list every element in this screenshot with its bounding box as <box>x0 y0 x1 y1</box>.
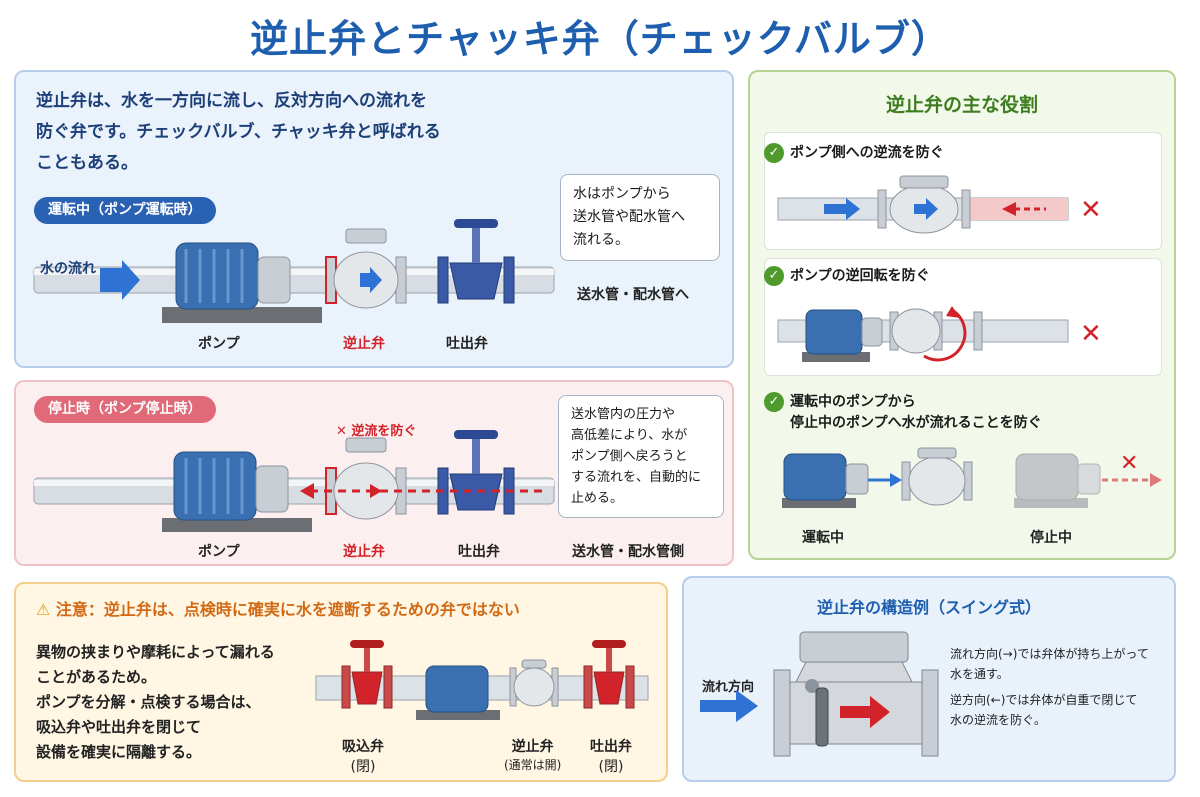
discharge-valve-icon <box>593 671 625 705</box>
pipe-side-label: 送水管・配水管側 <box>572 544 684 560</box>
swing-text-1: 流れ方向(→)では弁体が持ち上がって 水を通す。 <box>950 647 1149 681</box>
discharge-valve-flange <box>437 256 449 304</box>
stopped-note: 送水管内の圧力や 高低差により、水が ポンプ側へ戻ろうと する流れを、自動的に … <box>558 395 724 518</box>
check-valve-body-icon <box>513 667 555 707</box>
swing-title: 逆止弁の構造例（スイング式） <box>816 598 1041 617</box>
suction-valve-label: 吸込弁(閉) <box>342 739 384 775</box>
discharge-valve-body-icon <box>449 262 503 300</box>
role1-diagram: ✕ <box>777 175 1102 234</box>
discharge-valve-label: 吐出弁 <box>446 336 488 352</box>
swing-disc-icon <box>815 687 829 747</box>
flow-label: 水の流れ <box>40 261 96 277</box>
running-badge: 運転中（ポンプ運転時） <box>34 197 216 224</box>
x-icon: ✕ <box>1080 195 1102 225</box>
pump-base <box>162 307 322 323</box>
pipe-destination-label: 送水管・配水管へ <box>577 287 689 303</box>
discharge-valve-body-icon <box>449 473 503 511</box>
role-item: ✓運転中のポンプから停止中のポンプへ水が流れることを防ぐ <box>764 392 1042 434</box>
prevent-backflow-label: ✕ 逆流を防ぐ <box>336 424 417 439</box>
x-icon: ✕ <box>1080 319 1102 349</box>
check-valve-label: 逆止弁 <box>343 336 385 352</box>
swing-diagram <box>700 631 939 757</box>
intro-line: 防ぐ弁です。チェックバルブ、チャッキ弁と呼ばれる <box>36 122 441 142</box>
check-icon: ✓ <box>764 392 784 412</box>
x-icon: ✕ <box>336 424 352 439</box>
warning-title: ⚠ 注意：逆止弁は、点検時に確実に水を遮断するための弁ではない <box>36 600 520 619</box>
check-icon: ✓ <box>764 143 784 163</box>
x-icon: ✕ <box>1120 451 1138 476</box>
intro-line: こともある。 <box>36 153 138 173</box>
discharge-valve-label: 吐出弁(閉) <box>590 739 632 775</box>
handwheel-icon <box>454 430 498 439</box>
stopped-diagram <box>33 430 555 532</box>
stopped-pump-icon <box>1015 453 1079 501</box>
check-valve-body-icon <box>908 456 966 506</box>
running-note: 水はポンプから 送水管や配水管へ 流れる。 <box>560 174 720 261</box>
handwheel-icon <box>454 219 498 228</box>
warning-body: 異物の挟まりや摩耗によって漏れる ことがあるため。 ポンプを分解・点検する場合は… <box>36 643 275 761</box>
stopped-badge: 停止時（ポンプ停止時） <box>34 396 216 423</box>
running-pump-label: 運転中 <box>802 530 844 546</box>
intro-text: 逆止弁は、水を一方向に流し、反対方向への流れを 防ぐ弁です。チェックバルブ、チャ… <box>36 86 516 179</box>
reverse-arrow-icon <box>840 696 890 728</box>
pipe-highlight <box>34 269 554 275</box>
pump-motor-icon <box>783 453 847 501</box>
reverse-rotation-icon <box>923 308 967 362</box>
check-valve-label: 逆止弁 <box>343 544 385 560</box>
swing-text-2: 逆方向(←)では弁体が自重で閉じて 水の逆流を防ぐ。 <box>950 693 1138 727</box>
discharge-valve-flange <box>503 256 515 304</box>
swing-flow-label: 流れ方向 <box>702 680 755 695</box>
warning-icon: ⚠ <box>36 600 56 619</box>
flow-arrow-icon <box>700 690 758 722</box>
suction-valve-icon <box>351 671 383 705</box>
check-icon: ✓ <box>764 266 784 286</box>
pump-motor-icon <box>175 242 259 310</box>
pump-motor-icon <box>425 665 489 713</box>
isolation-diagram <box>315 640 649 720</box>
stopped-pump-label: 停止中 <box>1030 530 1072 546</box>
intro-line: 逆止弁は、水を一方向に流し、反対方向への流れを <box>36 91 427 111</box>
role-item: ✓ポンプ側への逆流を防ぐ <box>764 143 944 164</box>
roles-title: 逆止弁の主な役割 <box>885 94 1038 116</box>
pump-label: ポンプ <box>198 544 240 560</box>
pump-motor-icon <box>805 309 863 355</box>
role2-diagram: ✕ <box>777 306 1102 362</box>
running-diagram <box>33 219 555 323</box>
pump-casing <box>257 256 291 304</box>
page-title: 逆止弁とチャッキ弁（チェックバルブ） <box>250 17 950 61</box>
flow-arrow-icon <box>100 260 140 300</box>
check-valve-arrow-icon <box>360 267 382 293</box>
role-item: ✓ポンプの逆回転を防ぐ <box>764 266 930 287</box>
pump-base <box>162 518 312 532</box>
discharge-valve-label: 吐出弁 <box>458 544 500 560</box>
check-valve-label: 逆止弁(通常は開) <box>504 739 562 772</box>
role3-diagram: ✕ <box>782 447 1162 508</box>
pump-label: ポンプ <box>198 336 240 352</box>
